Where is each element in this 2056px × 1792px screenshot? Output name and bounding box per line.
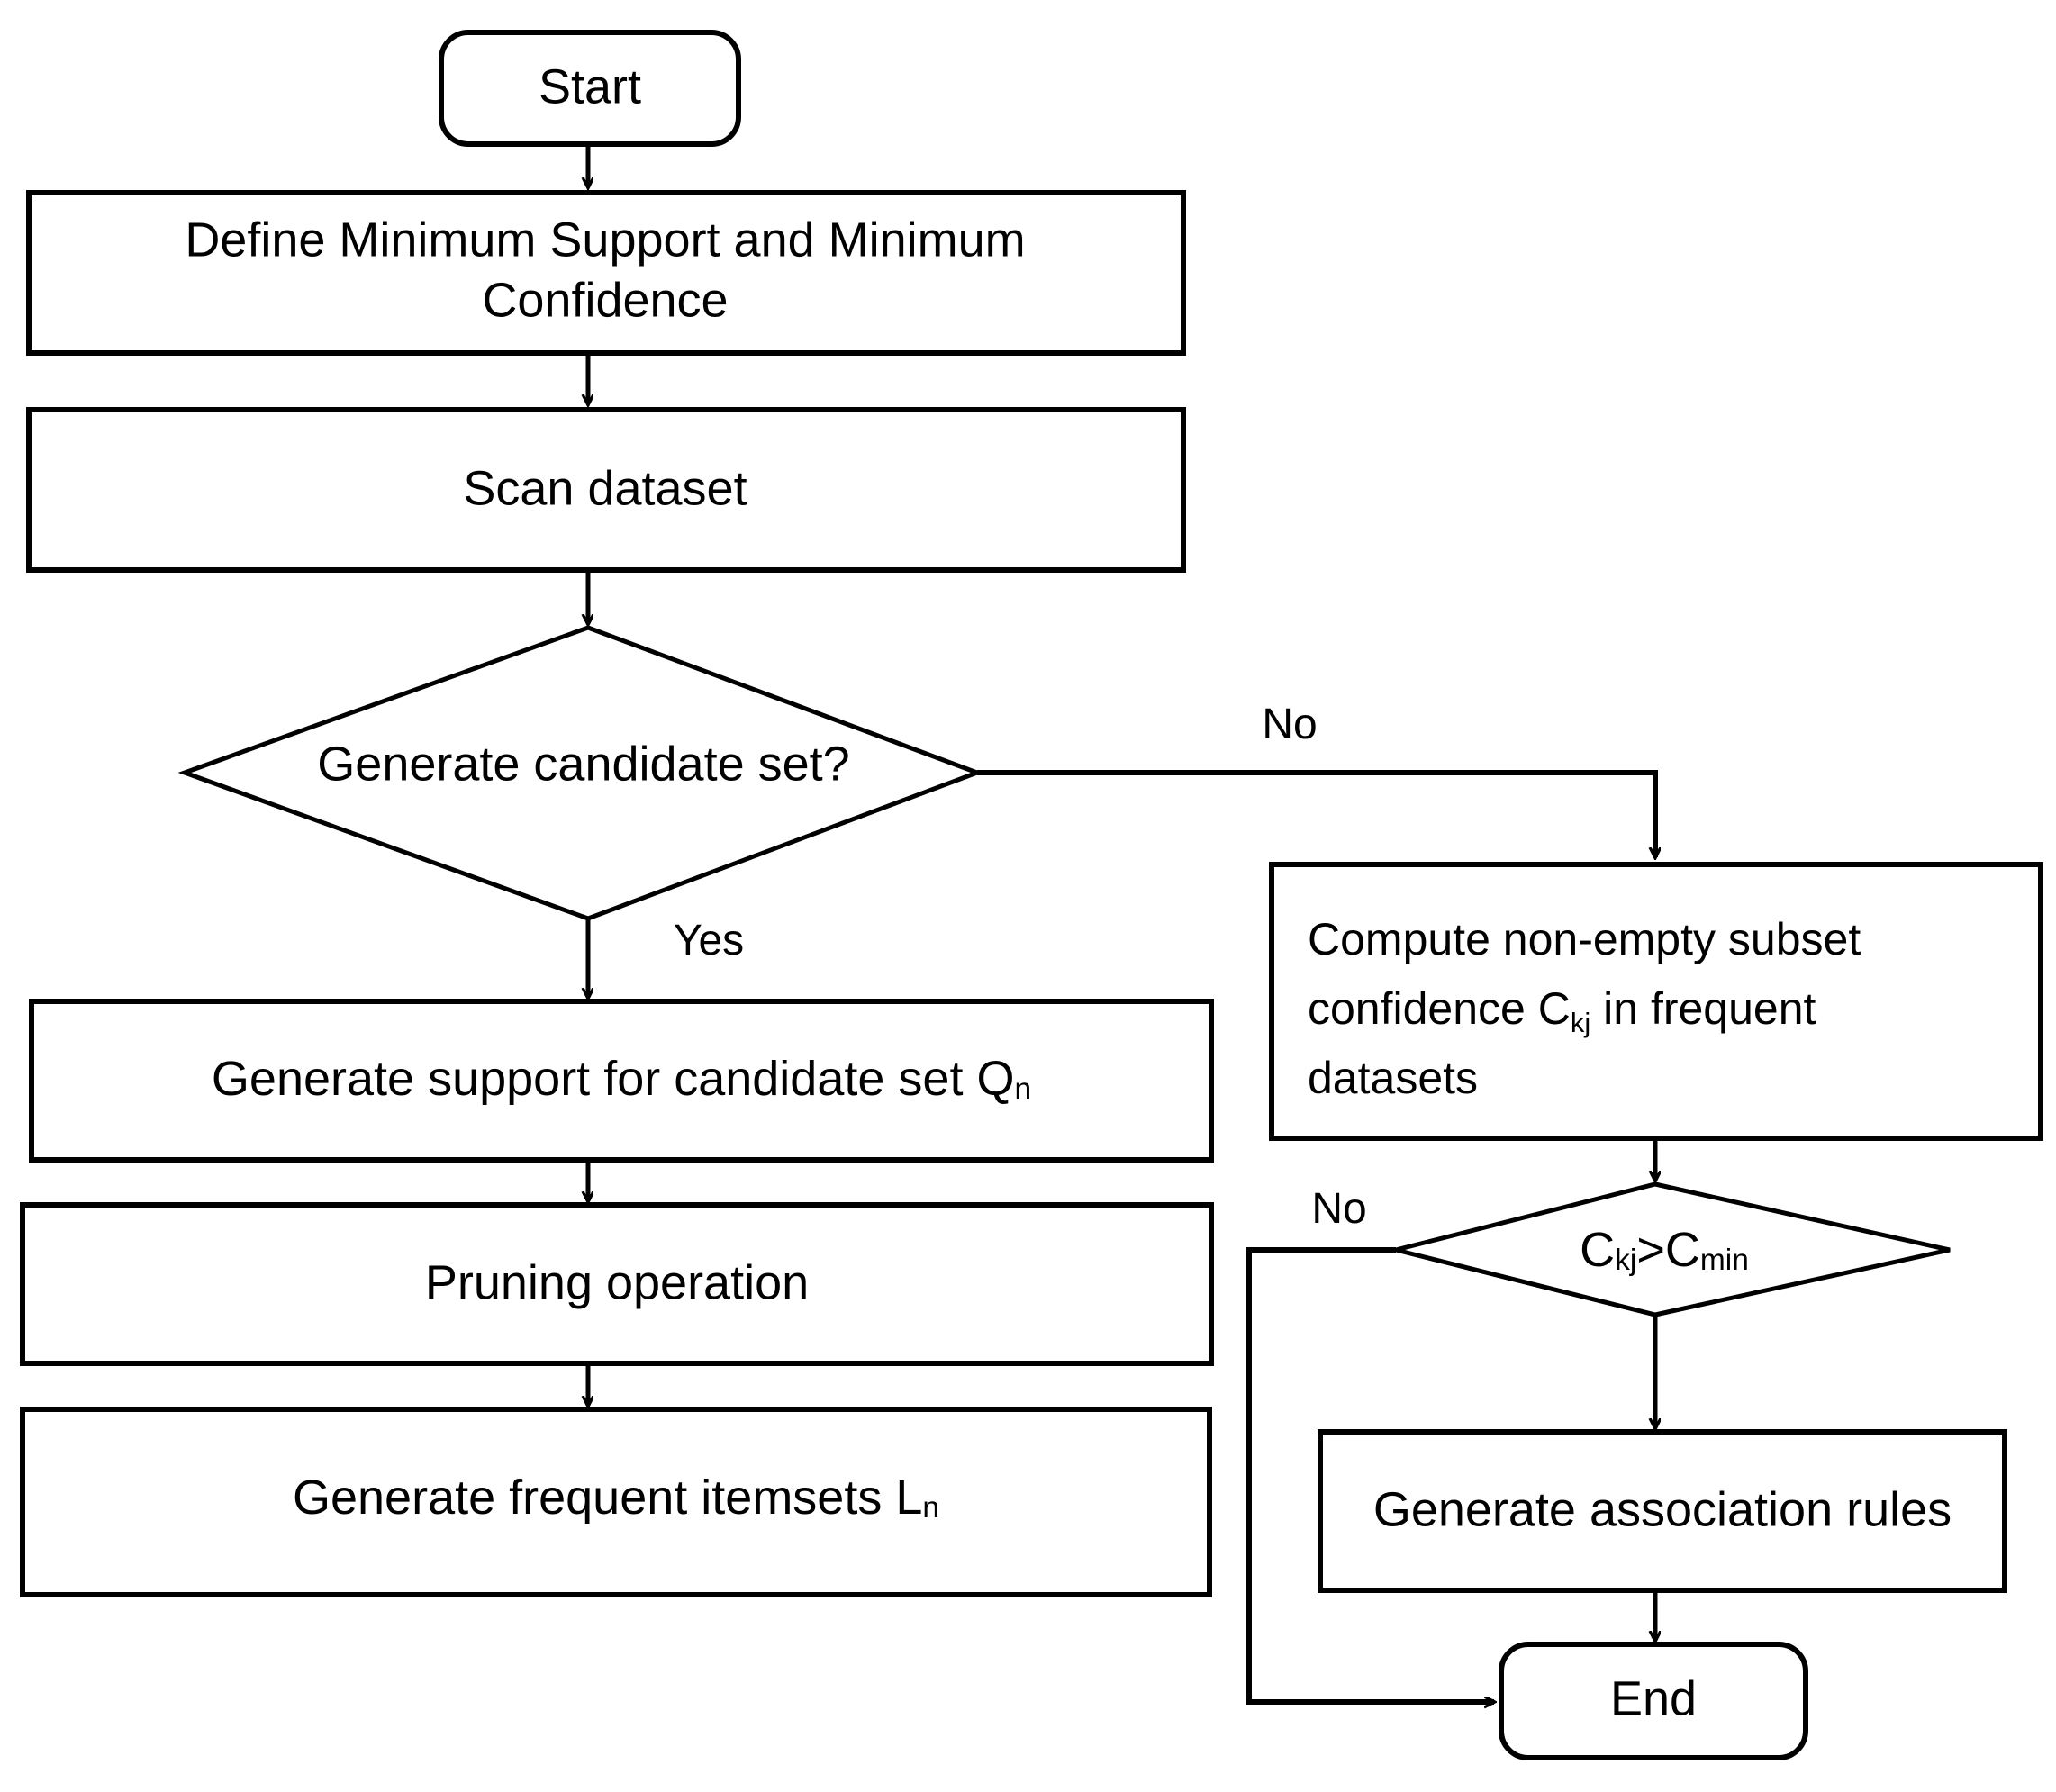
node-pruning-operation-label: Pruning operation — [425, 1255, 809, 1309]
node-end[interactable] — [1499, 1642, 1808, 1760]
node-define-minimum-support[interactable] — [26, 190, 1186, 356]
node-confidence-decision-c1: C — [1580, 1223, 1615, 1277]
connector-confidence-no-to-end — [1246, 1247, 1494, 1702]
node-define-minimum-support-line2: Confidence — [482, 273, 728, 327]
edge-label-candidate-no: No — [1262, 701, 1317, 748]
connector-decision-no-to-compute — [977, 770, 1655, 857]
node-compute-confidence-line1: Compute non-empty subset — [1308, 914, 1861, 964]
edge-label-confidence-no: No — [1311, 1185, 1366, 1233]
node-end-label: End — [1610, 1671, 1697, 1725]
node-confidence-decision-operator: >C — [1636, 1223, 1700, 1277]
node-pruning-operation[interactable] — [20, 1202, 1214, 1366]
node-generate-candidate-decision-label: Generate candidate set? — [317, 737, 849, 791]
node-define-minimum-support-line1: Define Minimum Support and Minimum — [185, 213, 1025, 267]
node-frequent-itemsets-subscript: n — [922, 1491, 939, 1525]
node-confidence-decision[interactable] — [1395, 1181, 1951, 1317]
node-association-rules[interactable] — [1318, 1429, 2007, 1593]
node-generate-support[interactable] — [29, 999, 1214, 1163]
node-compute-confidence-line3: datasets — [1308, 1053, 1478, 1103]
node-generate-support-label: Generate support for candidate set Qn — [212, 1052, 1031, 1106]
node-association-rules-label: Generate association rules — [1373, 1482, 1952, 1536]
node-start[interactable] — [439, 30, 741, 147]
node-compute-confidence-line2-before: confidence C — [1308, 983, 1571, 1034]
node-confidence-decision-sub2: min — [1700, 1244, 1749, 1277]
node-generate-candidate-decision[interactable] — [177, 625, 984, 921]
node-generate-support-subscript: n — [1014, 1072, 1031, 1106]
node-generate-support-text: Generate support for candidate set Q — [212, 1052, 1015, 1106]
edge-label-candidate-yes: Yes — [674, 917, 744, 964]
node-scan-dataset-label: Scan dataset — [463, 461, 747, 515]
node-compute-confidence-line2: confidence Ckj in frequent — [1308, 983, 1816, 1038]
node-compute-confidence[interactable] — [1269, 862, 2043, 1141]
node-start-label: Start — [539, 59, 641, 113]
node-confidence-decision-sub1: kj — [1615, 1244, 1636, 1277]
node-compute-confidence-line2-after: in frequent — [1590, 983, 1816, 1034]
node-frequent-itemsets[interactable] — [20, 1407, 1212, 1597]
node-frequent-itemsets-text: Generate frequent itemsets L — [293, 1471, 922, 1525]
node-compute-confidence-line2-subscript: kj — [1571, 1007, 1590, 1038]
node-frequent-itemsets-label: Generate frequent itemsets Ln — [293, 1471, 939, 1525]
node-scan-dataset[interactable] — [26, 407, 1186, 573]
node-confidence-decision-label: Ckj>Cmin — [1580, 1223, 1749, 1277]
